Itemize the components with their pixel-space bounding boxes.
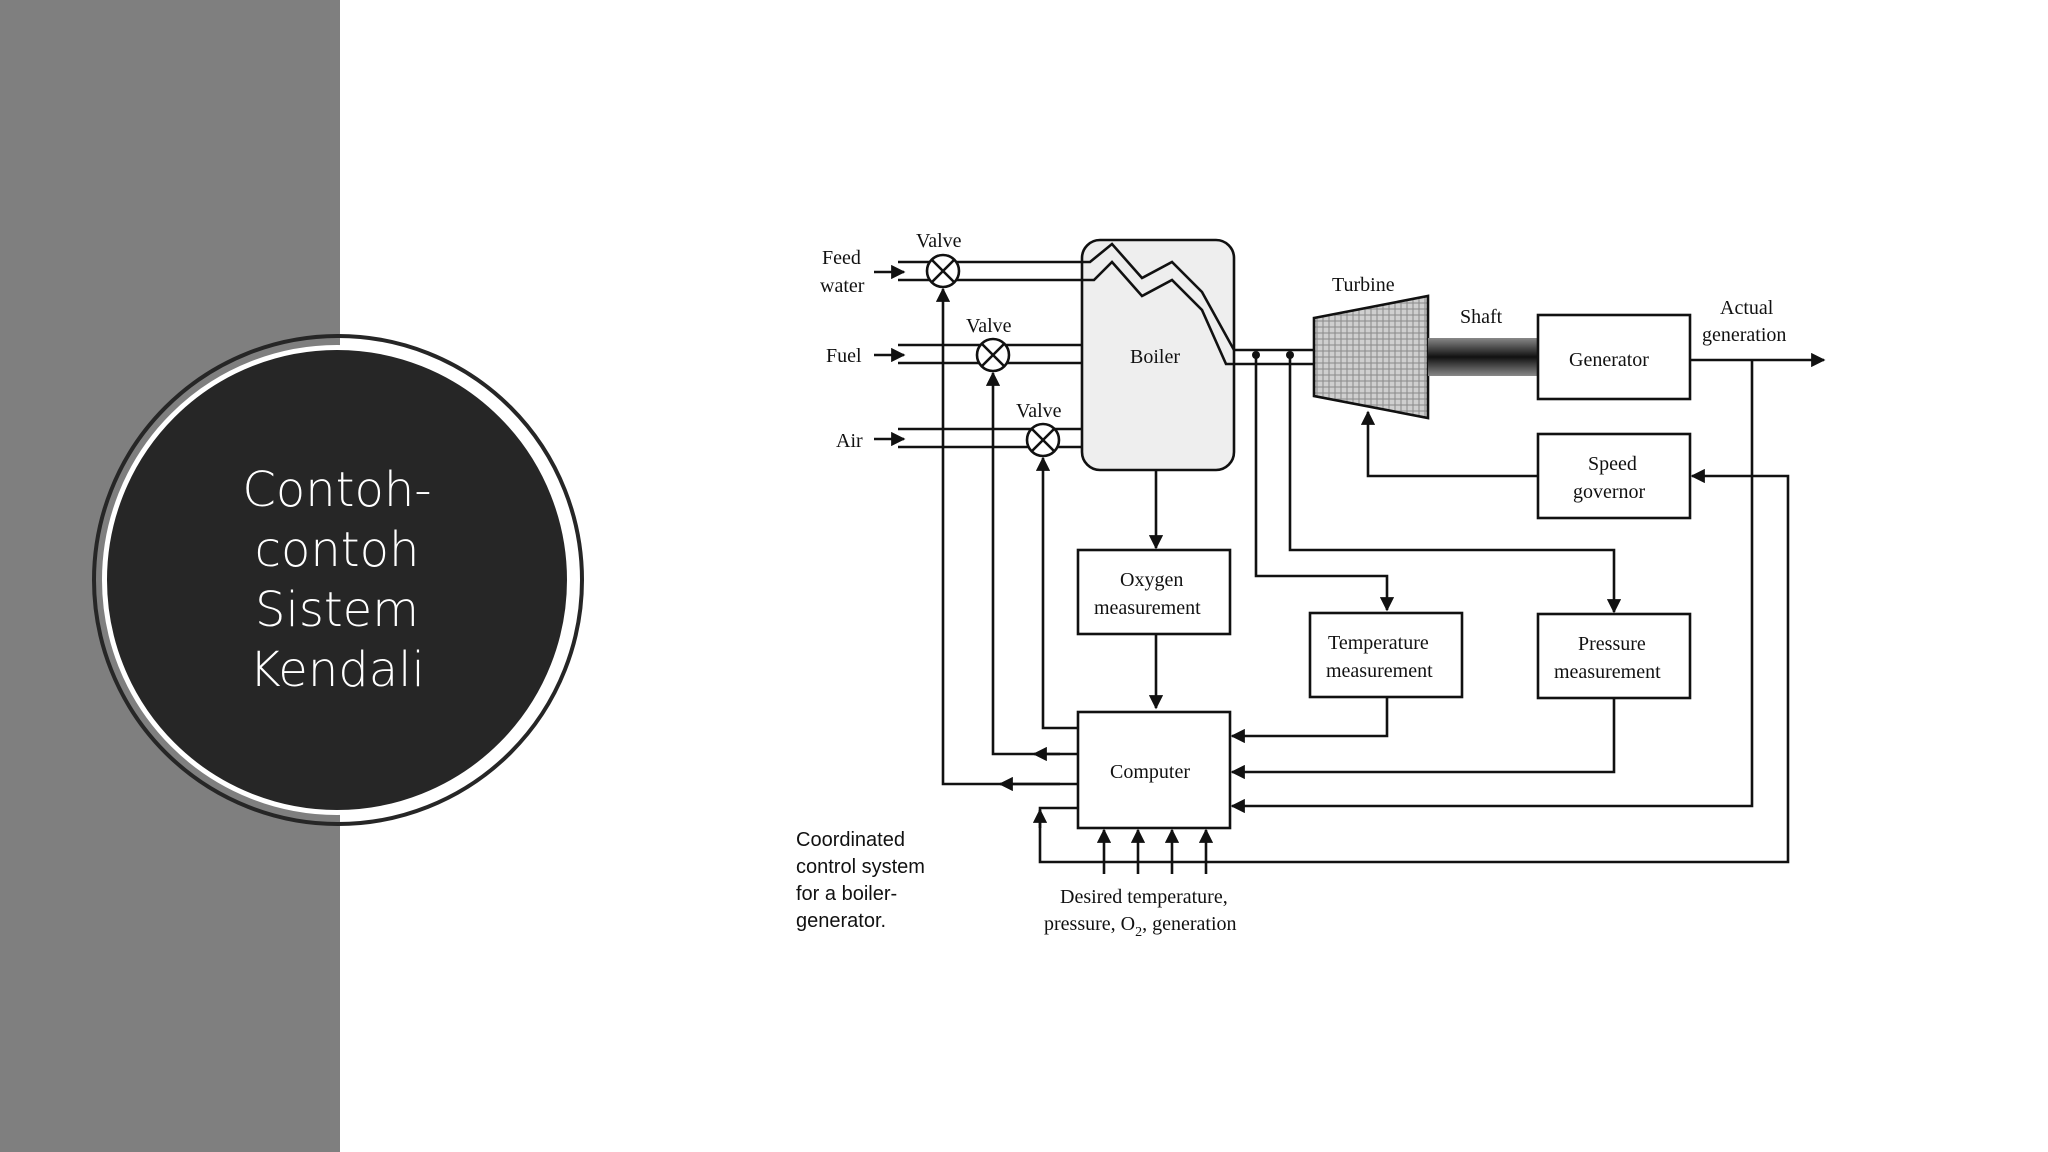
valve-fuel	[975, 337, 1011, 373]
pressure-label: measurement	[1554, 661, 1661, 683]
tap-to-pressure	[1288, 355, 1622, 614]
computer-to-governor	[1038, 468, 1790, 864]
valve-label: Valve	[916, 230, 962, 252]
governor-to-turbine	[1360, 410, 1538, 478]
setpoints-subscript: 2	[1135, 925, 1142, 940]
pressure-label: Pressure	[1578, 633, 1646, 655]
temperature-label: Temperature	[1328, 632, 1429, 654]
generator-label: Generator	[1569, 349, 1649, 371]
title-line: Kendali	[249, 642, 425, 698]
valve-air	[1025, 422, 1061, 458]
caption: generator.	[796, 910, 886, 932]
shaft-label: Shaft	[1460, 306, 1503, 328]
air-label: Air	[836, 430, 863, 452]
computer-to-air-valve	[1035, 456, 1078, 730]
oxygen-label: Oxygen	[1120, 569, 1183, 591]
oxygen-measurement-block	[1076, 548, 1232, 636]
temperature-measurement-block	[1308, 611, 1464, 699]
speed-governor-label: governor	[1573, 481, 1646, 503]
temperature-to-computer	[1230, 697, 1389, 744]
tap-to-temperature	[1254, 355, 1395, 612]
pressure-to-computer	[1230, 698, 1616, 780]
slide-title: Contoh- contoh Sistem Kendali	[187, 460, 487, 700]
title-line: Contoh-	[242, 462, 432, 518]
oxygen-label: measurement	[1094, 597, 1201, 619]
fuel-label: Fuel	[826, 345, 862, 367]
computer-block	[1076, 710, 1232, 830]
valve-label: Valve	[966, 315, 1012, 337]
speed-governor-block	[1536, 432, 1692, 520]
setpoints-label: Desired temperature,	[1060, 886, 1228, 908]
pressure-measurement-block	[1536, 612, 1692, 700]
setpoints-text: pressure, O	[1044, 913, 1135, 935]
boiler-block	[1080, 238, 1236, 472]
actual-generation-label: Actual	[1720, 297, 1774, 319]
feed-water-label: Feed	[822, 247, 861, 269]
turbine-label: Turbine	[1332, 274, 1395, 296]
title-circle: Contoh- contoh Sistem Kendali	[102, 345, 572, 815]
caption: Coordinated	[796, 829, 905, 851]
speed-governor-label: Speed	[1588, 453, 1637, 475]
setpoints-text: , generation	[1142, 913, 1236, 935]
caption: for a boiler-	[796, 883, 897, 905]
setpoints-label: pressure, O2, generation	[1044, 913, 1237, 940]
valve-label: Valve	[1016, 400, 1062, 422]
feed-water-label: water	[820, 275, 865, 297]
steam-tube	[1082, 260, 1314, 366]
computer-label: Computer	[1110, 761, 1190, 783]
title-line: contoh	[254, 522, 420, 578]
temperature-label: measurement	[1326, 660, 1433, 682]
caption: control system	[796, 856, 925, 878]
generation-to-computer	[1230, 360, 1754, 814]
generator-block	[1536, 313, 1692, 401]
steam-tube	[1082, 242, 1262, 352]
actual-generation-label: generation	[1702, 324, 1786, 346]
title-line: Sistem	[255, 582, 419, 638]
turbine-block	[1312, 294, 1430, 420]
valve-feed	[925, 253, 961, 289]
title-ring	[92, 334, 584, 826]
boiler-label: Boiler	[1130, 346, 1180, 368]
shaft	[1428, 338, 1538, 376]
